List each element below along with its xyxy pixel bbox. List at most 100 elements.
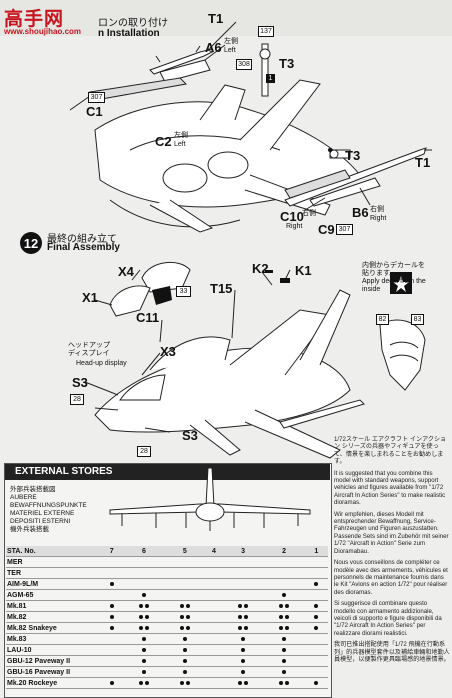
store-cell	[304, 611, 328, 623]
store-cell	[123, 622, 165, 634]
store-cell	[222, 622, 264, 634]
stores-lang-de: BEWAFFNUNGSPUNKTE	[10, 502, 87, 509]
store-name: Mk.82	[6, 611, 100, 623]
load-dot	[238, 603, 243, 608]
store-cell	[222, 666, 264, 678]
store-cell	[205, 600, 223, 612]
store-cell	[263, 600, 305, 612]
right-label-en-2: Right	[370, 215, 387, 222]
store-cell	[304, 677, 328, 689]
store-cell	[100, 622, 124, 634]
station-number: 1	[304, 546, 328, 557]
load-dot	[138, 625, 143, 630]
decal-badge-28-b: 28	[137, 446, 151, 457]
store-name: GBU-16 Paveway II	[6, 666, 100, 678]
store-cell	[222, 644, 264, 656]
left-label-jp-2: 左側	[174, 132, 188, 139]
load-dot	[279, 625, 284, 630]
decal-badge-308: 308	[236, 59, 252, 70]
store-cell	[205, 666, 223, 678]
store-name: Mk.82 Snakeye	[6, 622, 100, 634]
store-cell	[205, 655, 223, 667]
store-cell	[123, 677, 165, 689]
load-dot	[241, 647, 246, 652]
hud-label-en: Head-up display	[76, 360, 127, 367]
watermark-url: www.shoujihao.com	[4, 27, 82, 36]
step-number: 12	[20, 232, 42, 254]
load-dot	[179, 625, 184, 630]
station-number: 4	[205, 546, 223, 557]
load-dot	[314, 625, 319, 630]
stores-lang-it: DEPOSITI ESTERNI	[10, 518, 71, 525]
load-dot	[185, 680, 190, 685]
store-cell	[304, 633, 328, 645]
store-cell	[304, 622, 328, 634]
load-dot	[109, 614, 114, 619]
load-dot	[279, 603, 284, 608]
wing-installation-diagram	[69, 21, 432, 233]
note-fr: Nous vous conseillons de compléter ce mo…	[334, 559, 448, 596]
part-label-x4: X4	[118, 264, 134, 279]
load-dot	[109, 680, 114, 685]
load-dot	[241, 669, 246, 674]
left-label-en: Left	[224, 47, 236, 54]
load-dot	[244, 625, 249, 630]
load-dot	[179, 614, 184, 619]
stores-lang-jp: 外部兵装搭載図	[10, 486, 56, 493]
load-dot	[141, 592, 146, 597]
store-cell	[164, 633, 206, 645]
store-cell	[164, 589, 206, 601]
load-dot	[144, 625, 149, 630]
store-cell	[263, 644, 305, 656]
store-cell	[263, 622, 305, 634]
store-cell	[222, 655, 264, 667]
store-cell	[164, 567, 206, 579]
station-number: 7	[100, 546, 124, 557]
store-cell	[164, 600, 206, 612]
store-cell	[263, 567, 305, 579]
store-cell	[100, 589, 124, 601]
load-dot	[279, 680, 284, 685]
store-cell	[304, 578, 328, 590]
part-label-a6: A6	[205, 40, 222, 55]
load-dot	[285, 614, 290, 619]
store-cell	[123, 633, 165, 645]
part-label-x1: X1	[82, 290, 98, 305]
load-dot	[279, 614, 284, 619]
store-cell	[164, 644, 206, 656]
load-dot	[109, 625, 114, 630]
store-cell	[164, 578, 206, 590]
load-dot	[314, 603, 319, 608]
note-de: Wir empfehlen, dieses Modell mit entspre…	[334, 510, 449, 555]
store-name: TER	[6, 567, 100, 579]
load-dot	[285, 680, 290, 685]
load-dot	[109, 581, 114, 586]
load-dot	[141, 658, 146, 663]
store-cell	[100, 666, 124, 678]
store-cell	[205, 589, 223, 601]
store-cell	[205, 622, 223, 634]
load-dot	[141, 647, 146, 652]
load-dot	[282, 658, 287, 663]
stores-row: Mk.82 Snakeye	[6, 622, 328, 634]
stores-aircraft-front-view	[109, 467, 311, 531]
decal-badge-307-b: 307	[336, 224, 353, 235]
store-cell	[304, 655, 328, 667]
part-label-t1: T1	[208, 11, 224, 26]
part-label-t3: T3	[279, 56, 295, 71]
decal-badge-137: 137	[258, 26, 274, 37]
decal-badge-1: 1	[266, 74, 275, 83]
right-label-jp: 右側	[302, 210, 316, 217]
store-cell	[304, 600, 328, 612]
stores-row: MER	[6, 556, 328, 568]
store-cell	[123, 611, 165, 623]
store-cell	[263, 655, 305, 667]
store-cell	[222, 677, 264, 689]
stores-row: AIM-9L/M	[6, 578, 328, 590]
store-cell	[123, 589, 165, 601]
part-label-c11: C11	[136, 310, 160, 325]
store-cell	[123, 666, 165, 678]
load-dot	[314, 680, 319, 685]
store-cell	[100, 644, 124, 656]
station-number: 6	[123, 546, 165, 557]
